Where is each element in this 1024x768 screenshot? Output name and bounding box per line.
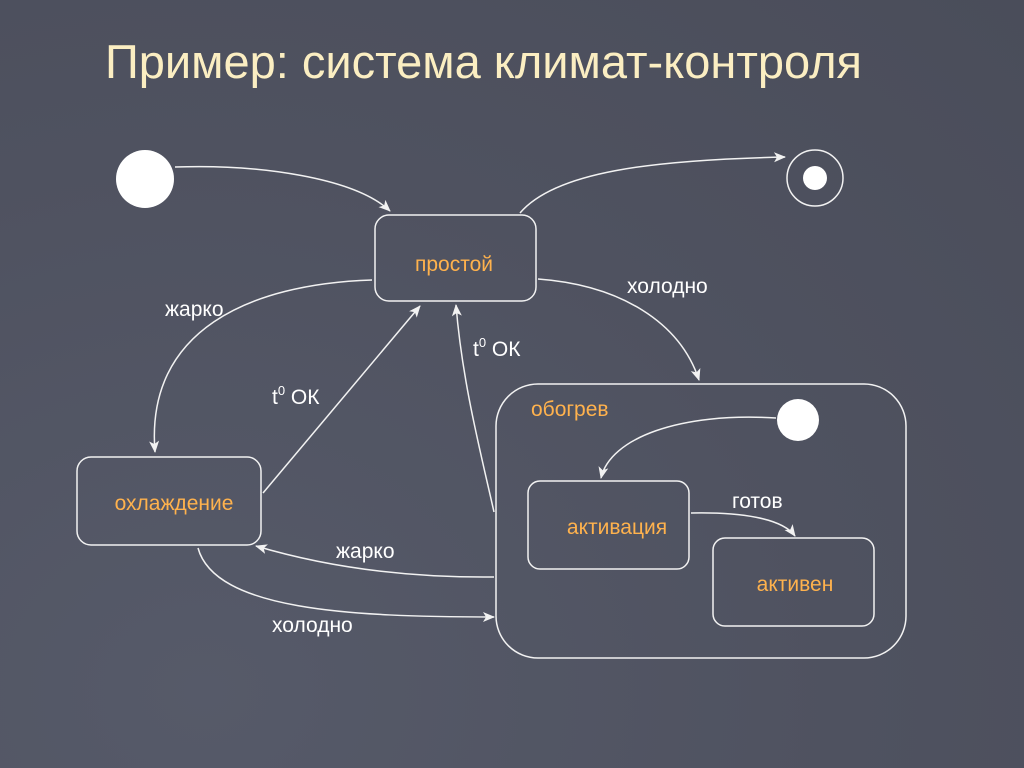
initial-node [116, 150, 174, 208]
final-node-dot [803, 166, 827, 190]
edge-heating-to-idle [451, 304, 495, 513]
state-heating[interactable] [495, 383, 907, 659]
edge-heating-to-cooling [255, 544, 495, 578]
edge-cooling-to-heating [197, 547, 495, 622]
state-activating[interactable] [527, 480, 690, 570]
state-heating-label: обогрев [531, 398, 609, 421]
state-cooling-label: охлаждение [115, 492, 234, 515]
edge-heating-initial-to-activating [598, 416, 777, 479]
edge-label-cooling-to-idle: t0 ОК [272, 383, 320, 409]
edge-label-cooling-to-heating: холодно [272, 614, 353, 637]
edge-label-idle-to-cooling: жарко [165, 298, 224, 321]
edge-idle-to-final [519, 152, 786, 214]
edge-label-activating-to-active: готов [732, 490, 783, 513]
state-idle-label: простой [415, 253, 493, 276]
slide-title: Пример: система климат-контроля [105, 35, 862, 88]
edge-activating-to-active [690, 512, 796, 537]
final-node-ring [786, 149, 844, 207]
edge-label-heating-to-idle: t0 ОК [473, 335, 521, 361]
edge-idle-to-cooling [149, 279, 373, 453]
edge-idle-to-heating [537, 278, 701, 381]
edge-label-idle-to-heating: холодно [627, 275, 708, 298]
state-active-label: активен [757, 573, 834, 596]
state-activating-label: активация [567, 516, 667, 539]
edge-label-heating-to-cooling: жарко [336, 540, 395, 563]
edge-initial-to-idle [174, 165, 391, 212]
heating-initial-node [777, 399, 819, 441]
edge-cooling-to-idle [262, 305, 421, 494]
state-active[interactable] [712, 537, 875, 627]
state-idle[interactable] [374, 214, 537, 302]
state-cooling[interactable] [76, 456, 262, 546]
